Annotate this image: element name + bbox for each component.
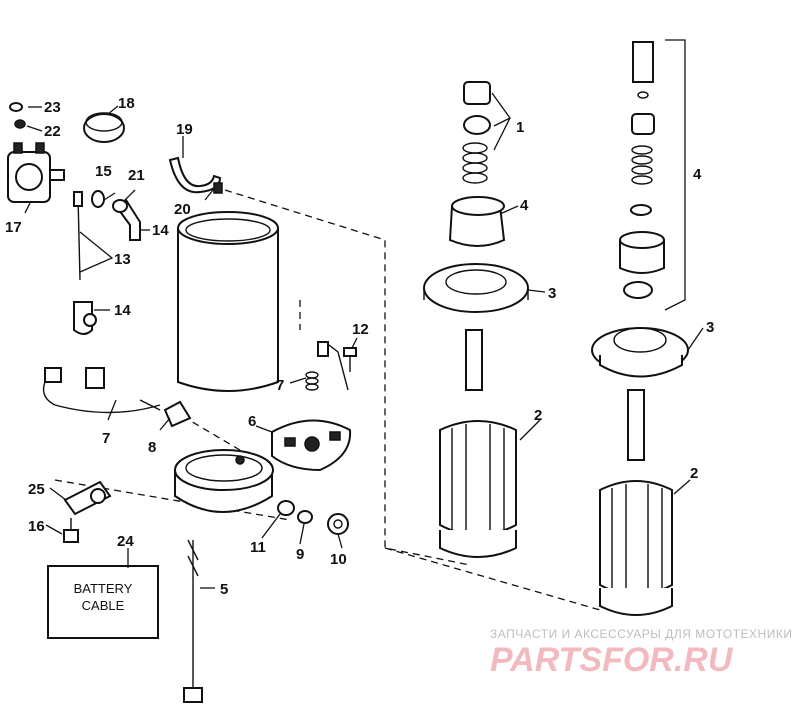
bolt-16: [63, 518, 79, 543]
drive-parts-1: [462, 81, 491, 184]
callout-6: 6: [248, 413, 256, 430]
callout-2-right: 2: [690, 465, 698, 482]
callout-10: 10: [330, 551, 347, 568]
callout-7-right: 7: [276, 377, 284, 394]
callout-15: 15: [95, 163, 112, 180]
solenoid: [7, 142, 65, 203]
callout-3-center: 3: [548, 285, 556, 302]
callout-25: 25: [28, 481, 45, 498]
boot-14: [73, 301, 97, 335]
brush-plate-6: [271, 419, 352, 472]
screw-20: [213, 182, 223, 194]
bracket-19: [168, 156, 222, 194]
callout-2-center: 2: [534, 407, 542, 424]
washer-11: [277, 500, 295, 516]
callout-1: 1: [516, 119, 524, 136]
nut-10: [327, 513, 349, 535]
elbow-21: [112, 198, 141, 241]
starter-frame-housing: [177, 211, 279, 392]
callout-4-right: 4: [693, 166, 702, 183]
callout-17: 17: [5, 219, 22, 236]
washer-15: [91, 190, 105, 208]
through-bolt-5: [183, 539, 203, 703]
armature-2a: [439, 329, 517, 558]
callout-21: 21: [128, 167, 145, 184]
callout-19: 19: [176, 121, 193, 138]
armature-2b: [599, 389, 673, 616]
washer-22: [14, 119, 26, 129]
screw-12: [343, 347, 357, 372]
nut-23: [9, 102, 23, 112]
cable-clip-25: [63, 480, 112, 516]
pinion-gear-4: [448, 196, 506, 247]
callout-3-right: 3: [706, 319, 714, 336]
bushing-18: [83, 112, 125, 143]
callout-12: 12: [352, 321, 369, 338]
callout-22: 22: [44, 123, 61, 140]
callout-23: 23: [44, 99, 61, 116]
callout-18: 18: [118, 95, 135, 112]
drive-end-cap-3b: [591, 327, 689, 378]
callout-14-bottom: 14: [114, 302, 131, 319]
drive-kit-4: [619, 39, 686, 311]
battery-cable-label-box: BATTERY CABLE: [47, 565, 159, 639]
callout-11: 11: [250, 539, 266, 556]
leader-lines: [24, 92, 704, 589]
brush-lead-7: [42, 367, 161, 414]
callout-9: 9: [296, 546, 304, 563]
drive-end-cap-3a: [423, 263, 529, 313]
callout-7-left: 7: [102, 430, 110, 447]
callout-24: 24: [117, 533, 134, 550]
callout-4-center: 4: [520, 197, 529, 214]
brush-springs-7: [305, 340, 349, 391]
battery-box-line1: BATTERY: [74, 581, 133, 596]
watermark: ЗАПЧАСТИ И АКСЕССУАРЫ ДЛЯ МОТОТЕХНИКИ PA…: [490, 627, 792, 679]
callout-5: 5: [220, 581, 228, 598]
callout-13: 13: [114, 251, 131, 268]
battery-box-line2: CABLE: [82, 598, 125, 613]
assembly-guide-lines: [54, 189, 601, 611]
end-cap: [174, 449, 274, 513]
callout-20: 20: [174, 201, 191, 218]
terminal-8: [163, 400, 192, 428]
watermark-brand: PARTSFOR.RU: [490, 641, 734, 679]
callout-labels: 23 22 18 19 15 21 20 14 17 13 14 7 8 6 7…: [5, 95, 714, 598]
callout-14-top: 14: [152, 222, 169, 239]
watermark-caption: ЗАПЧАСТИ И АКСЕССУАРЫ ДЛЯ МОТОТЕХНИКИ: [490, 627, 792, 641]
lead-wire-13: [73, 191, 83, 281]
washer-9: [297, 510, 313, 524]
callout-16: 16: [28, 518, 45, 535]
callout-8: 8: [148, 439, 156, 456]
